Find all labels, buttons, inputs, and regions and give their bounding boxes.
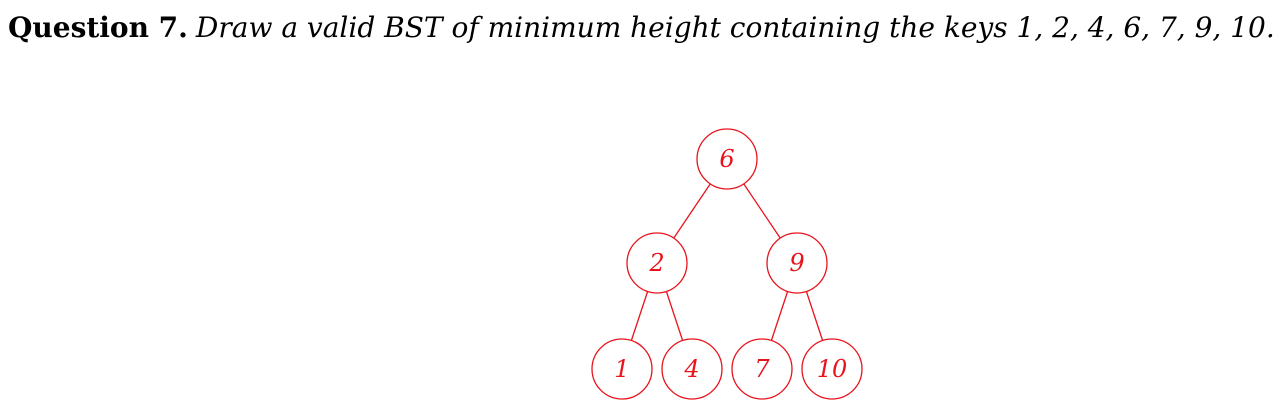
node-circle bbox=[661, 338, 723, 400]
edge-n2-n1 bbox=[630, 291, 649, 341]
tree-nodes: 6 2 9 1 4 7 10 bbox=[591, 128, 863, 400]
node-circle bbox=[766, 232, 828, 294]
node-circle bbox=[731, 338, 793, 400]
tree-edges bbox=[630, 183, 824, 341]
edge-n6-n9 bbox=[743, 183, 781, 239]
node-key: 7 bbox=[754, 355, 770, 383]
node-key: 10 bbox=[817, 355, 848, 383]
tree-node-4: 4 bbox=[661, 338, 723, 400]
node-circle bbox=[696, 128, 758, 190]
question-prompt: Draw a valid BST of minimum height conta… bbox=[195, 11, 1275, 44]
edge-n2-n4 bbox=[665, 291, 684, 341]
node-circle bbox=[626, 232, 688, 294]
edge-n9-n10 bbox=[805, 291, 824, 341]
tree-node-6: 6 bbox=[696, 128, 758, 190]
tree-node-10: 10 bbox=[801, 338, 863, 400]
tree-node-1: 1 bbox=[591, 338, 653, 400]
edge-n6-n2 bbox=[673, 183, 711, 239]
node-circle bbox=[801, 338, 863, 400]
tree-node-9: 9 bbox=[766, 232, 828, 294]
tree-node-7: 7 bbox=[731, 338, 793, 400]
question-heading: Question 7.Draw a valid BST of minimum h… bbox=[8, 8, 1275, 48]
tree-node-2: 2 bbox=[626, 232, 688, 294]
question-label: Question 7. bbox=[8, 11, 188, 44]
node-key: 6 bbox=[719, 145, 734, 173]
edge-n9-n7 bbox=[770, 291, 789, 341]
node-circle bbox=[591, 338, 653, 400]
node-key: 4 bbox=[683, 355, 699, 383]
node-key: 2 bbox=[648, 249, 664, 277]
node-key: 1 bbox=[614, 355, 629, 383]
node-key: 9 bbox=[789, 249, 804, 277]
